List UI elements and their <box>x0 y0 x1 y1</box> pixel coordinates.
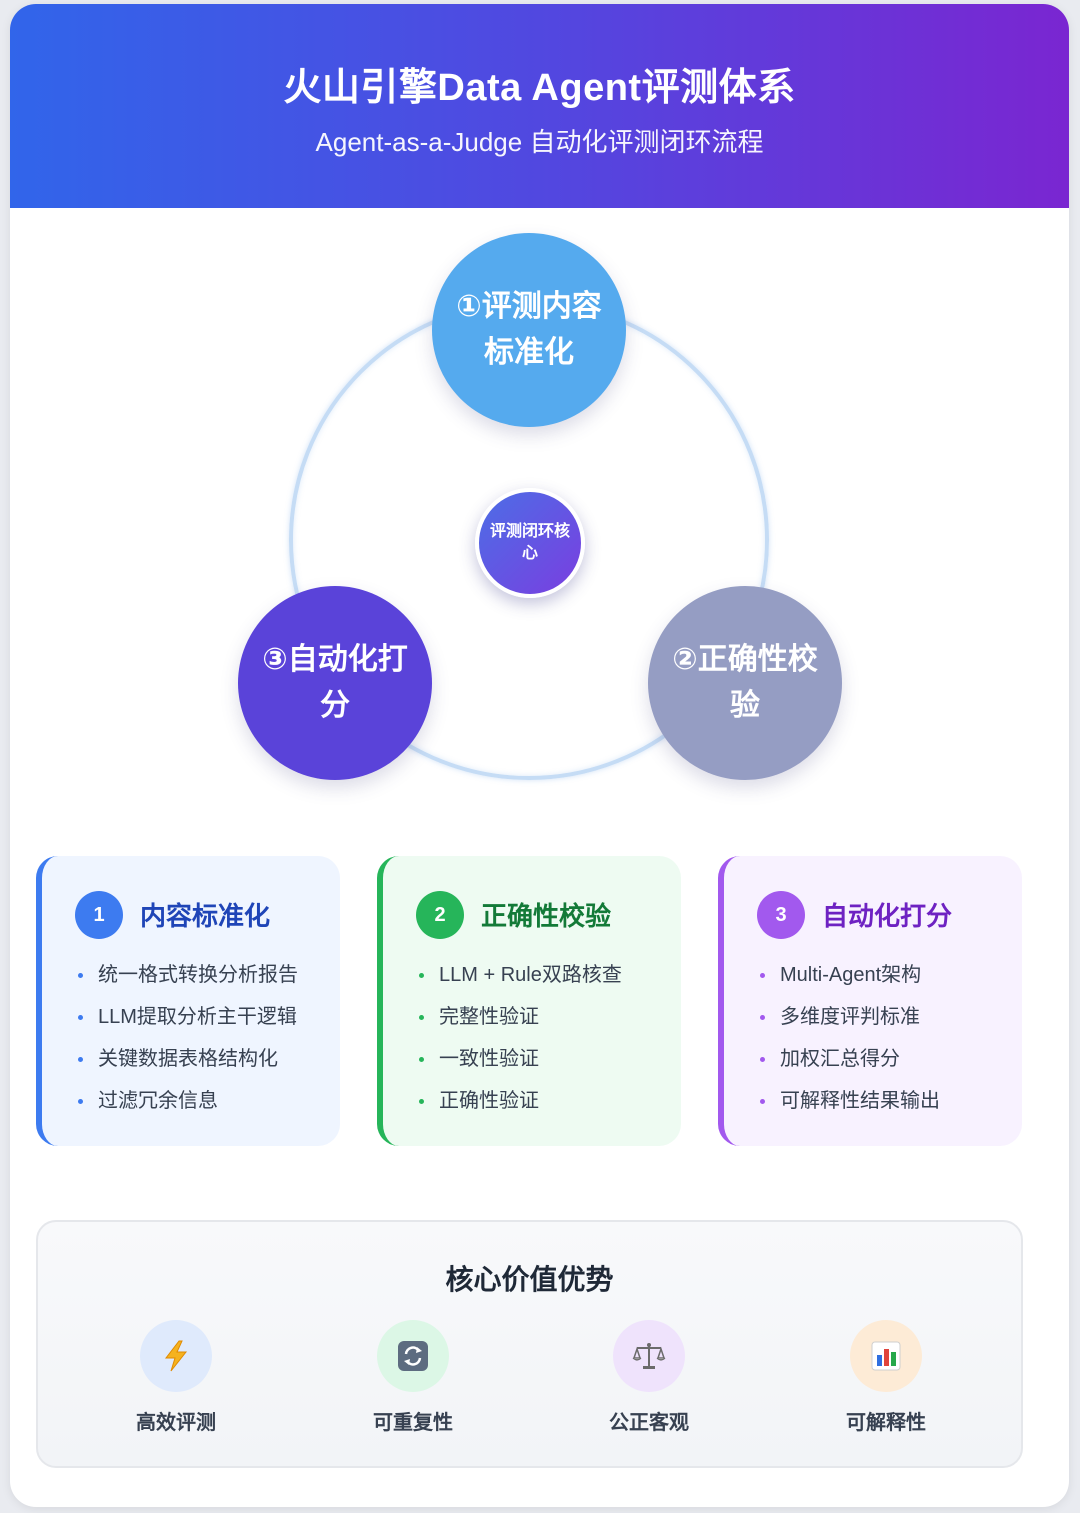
list-item: 多维度评判标准 <box>760 1002 940 1044</box>
list-item: LLM提取分析主干逻辑 <box>78 1002 298 1044</box>
value-label: 高效评测 <box>136 1412 216 1434</box>
step-list: Multi-Agent架构 多维度评判标准 加权汇总得分 可解释性结果输出 <box>760 960 940 1128</box>
step-title: 内容标准化 <box>140 901 271 931</box>
value-label: 可解释性 <box>846 1412 926 1434</box>
list-item: 加权汇总得分 <box>760 1044 940 1086</box>
page-title: 火山引擎Data Agent评测体系 <box>283 67 796 109</box>
step-number-badge: 3 <box>757 891 805 939</box>
bar-chart-icon <box>850 1320 922 1392</box>
value-item-fairness: 公正客观 <box>569 1320 729 1435</box>
list-item: 完整性验证 <box>419 1002 622 1044</box>
list-item: 关键数据表格结构化 <box>78 1044 298 1086</box>
step-card-correctness: 2 正确性校验 LLM + Rule双路核查 完整性验证 一致性验证 正确性验证 <box>377 856 681 1146</box>
repeat-icon <box>377 1320 449 1392</box>
cycle-node-label: ③自动化打分 <box>262 643 408 722</box>
list-item: 统一格式转换分析报告 <box>78 960 298 1002</box>
value-label: 可重复性 <box>373 1412 453 1434</box>
list-item: 正确性验证 <box>419 1086 622 1128</box>
values-title: 核心价值优势 <box>445 1264 614 1295</box>
step-number-badge: 2 <box>416 891 464 939</box>
cycle-node-correctness: ②正确性校验 <box>648 586 842 780</box>
list-item: 可解释性结果输出 <box>760 1086 940 1128</box>
step-number-badge: 1 <box>75 891 123 939</box>
step-list: LLM + Rule双路核查 完整性验证 一致性验证 正确性验证 <box>419 960 622 1128</box>
lightning-icon <box>140 1320 212 1392</box>
cycle-node-label: ①评测内容标准化 <box>456 290 602 369</box>
list-item: LLM + Rule双路核查 <box>419 960 622 1002</box>
step-card-scoring: 3 自动化打分 Multi-Agent架构 多维度评判标准 加权汇总得分 可解释… <box>718 856 1022 1146</box>
header-banner: 火山引擎Data Agent评测体系 Agent-as-a-Judge 自动化评… <box>10 4 1069 208</box>
cycle-node-standardization: ①评测内容标准化 <box>432 233 626 427</box>
step-card-standardization: 1 内容标准化 统一格式转换分析报告 LLM提取分析主干逻辑 关键数据表格结构化… <box>36 856 340 1146</box>
list-item: Multi-Agent架构 <box>760 960 940 1002</box>
balance-scale-icon <box>613 1320 685 1392</box>
value-item-explainability: 可解释性 <box>806 1320 966 1435</box>
value-label: 公正客观 <box>609 1412 689 1434</box>
cycle-core-label: 评测闭环核心 <box>490 523 571 562</box>
list-item: 过滤冗余信息 <box>78 1086 298 1128</box>
step-title: 正确性校验 <box>481 901 612 931</box>
list-item: 一致性验证 <box>419 1044 622 1086</box>
core-values-panel: 核心价值优势 高效评测 可重复性 <box>36 1220 1023 1468</box>
cycle-core: 评测闭环核心 <box>475 488 585 598</box>
page-subtitle: Agent-as-a-Judge 自动化评测闭环流程 <box>315 127 764 157</box>
step-title: 自动化打分 <box>822 901 953 931</box>
value-item-repeatability: 可重复性 <box>333 1320 493 1435</box>
cycle-node-label: ②正确性校验 <box>672 643 818 722</box>
value-item-efficiency: 高效评测 <box>96 1320 256 1435</box>
cycle-node-scoring: ③自动化打分 <box>238 586 432 780</box>
step-list: 统一格式转换分析报告 LLM提取分析主干逻辑 关键数据表格结构化 过滤冗余信息 <box>78 960 298 1128</box>
